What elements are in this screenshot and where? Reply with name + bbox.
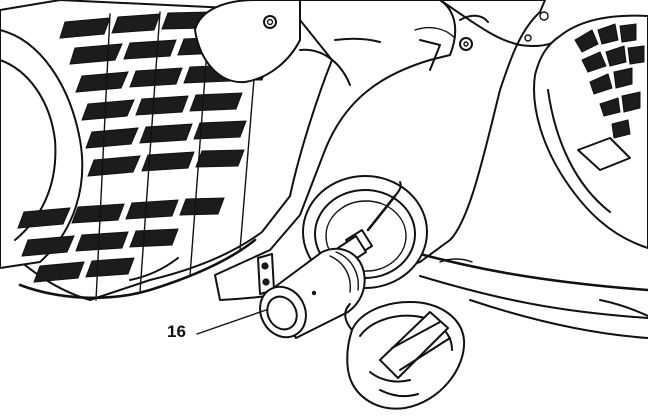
fuel-filter-part-16 bbox=[259, 229, 373, 339]
mounting-bracket bbox=[257, 253, 275, 295]
top-cover-knob bbox=[194, 0, 301, 84]
fuel-cap bbox=[344, 301, 466, 410]
fan-housing bbox=[533, 14, 648, 249]
lower-body-contours bbox=[403, 248, 648, 339]
callout-label-16: 16 bbox=[167, 322, 186, 341]
callout-16-leader bbox=[196, 309, 267, 335]
